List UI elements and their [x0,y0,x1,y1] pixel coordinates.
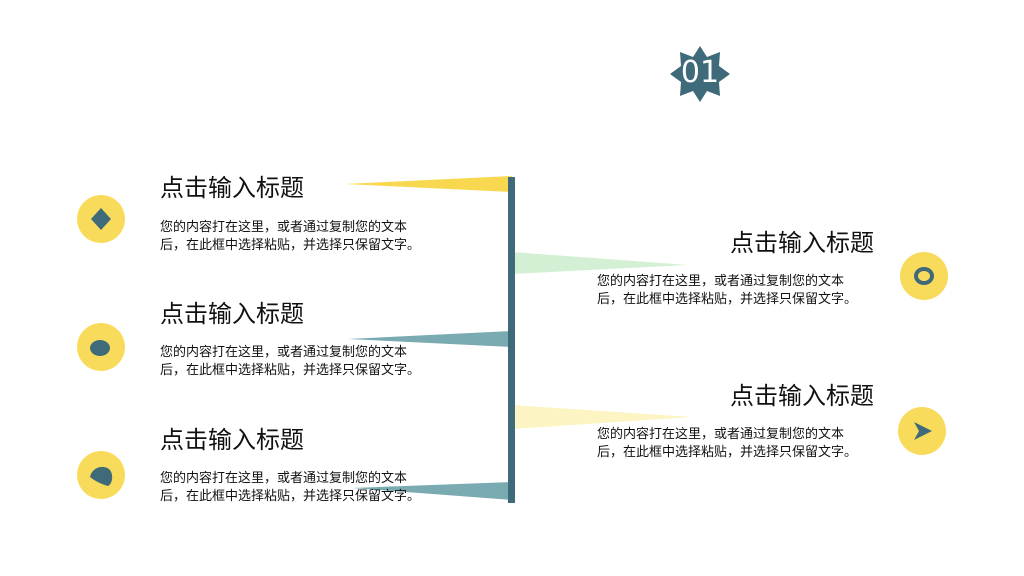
ray-green-right [512,252,688,274]
item-1-circle [77,195,125,243]
item-5-title: 点击输入标题 [730,382,874,410]
item-3-circle [77,451,125,499]
item-1-body: 您的内容打在这里，或者通过复制您的文本后，在此框中选择粘贴，并选择只保留文字。 [160,220,421,253]
section-badge: 01 [670,44,730,104]
leaf-icon [90,466,113,486]
item-2-body: 您的内容打在这里，或者通过复制您的文本后，在此框中选择粘贴，并选择只保留文字。 [160,345,421,378]
item-3-title: 点击输入标题 [160,426,304,454]
item-1-title: 点击输入标题 [160,174,304,202]
arrow-icon [914,422,932,440]
item-3-body: 您的内容打在这里，或者通过复制您的文本后，在此框中选择粘贴，并选择只保留文字。 [160,471,421,504]
diamond-icon [91,208,111,230]
item-2-circle [77,323,125,371]
item-4-circle [900,252,948,300]
ellipse-icon [90,340,110,356]
star-badge-icon [670,46,730,102]
item-5-body: 您的内容打在这里，或者通过复制您的文本后，在此框中选择粘贴，并选择只保留文字。 [597,427,858,460]
item-4-title: 点击输入标题 [730,229,874,257]
timeline-stem [508,177,515,503]
item-4-body: 您的内容打在这里，或者通过复制您的文本后，在此框中选择粘贴，并选择只保留文字。 [597,274,858,307]
ray-yellow-top [345,176,512,192]
ring-icon [914,267,934,285]
item-5-circle [898,407,946,455]
item-2-title: 点击输入标题 [160,300,304,328]
badge-number: 01 [680,55,720,90]
